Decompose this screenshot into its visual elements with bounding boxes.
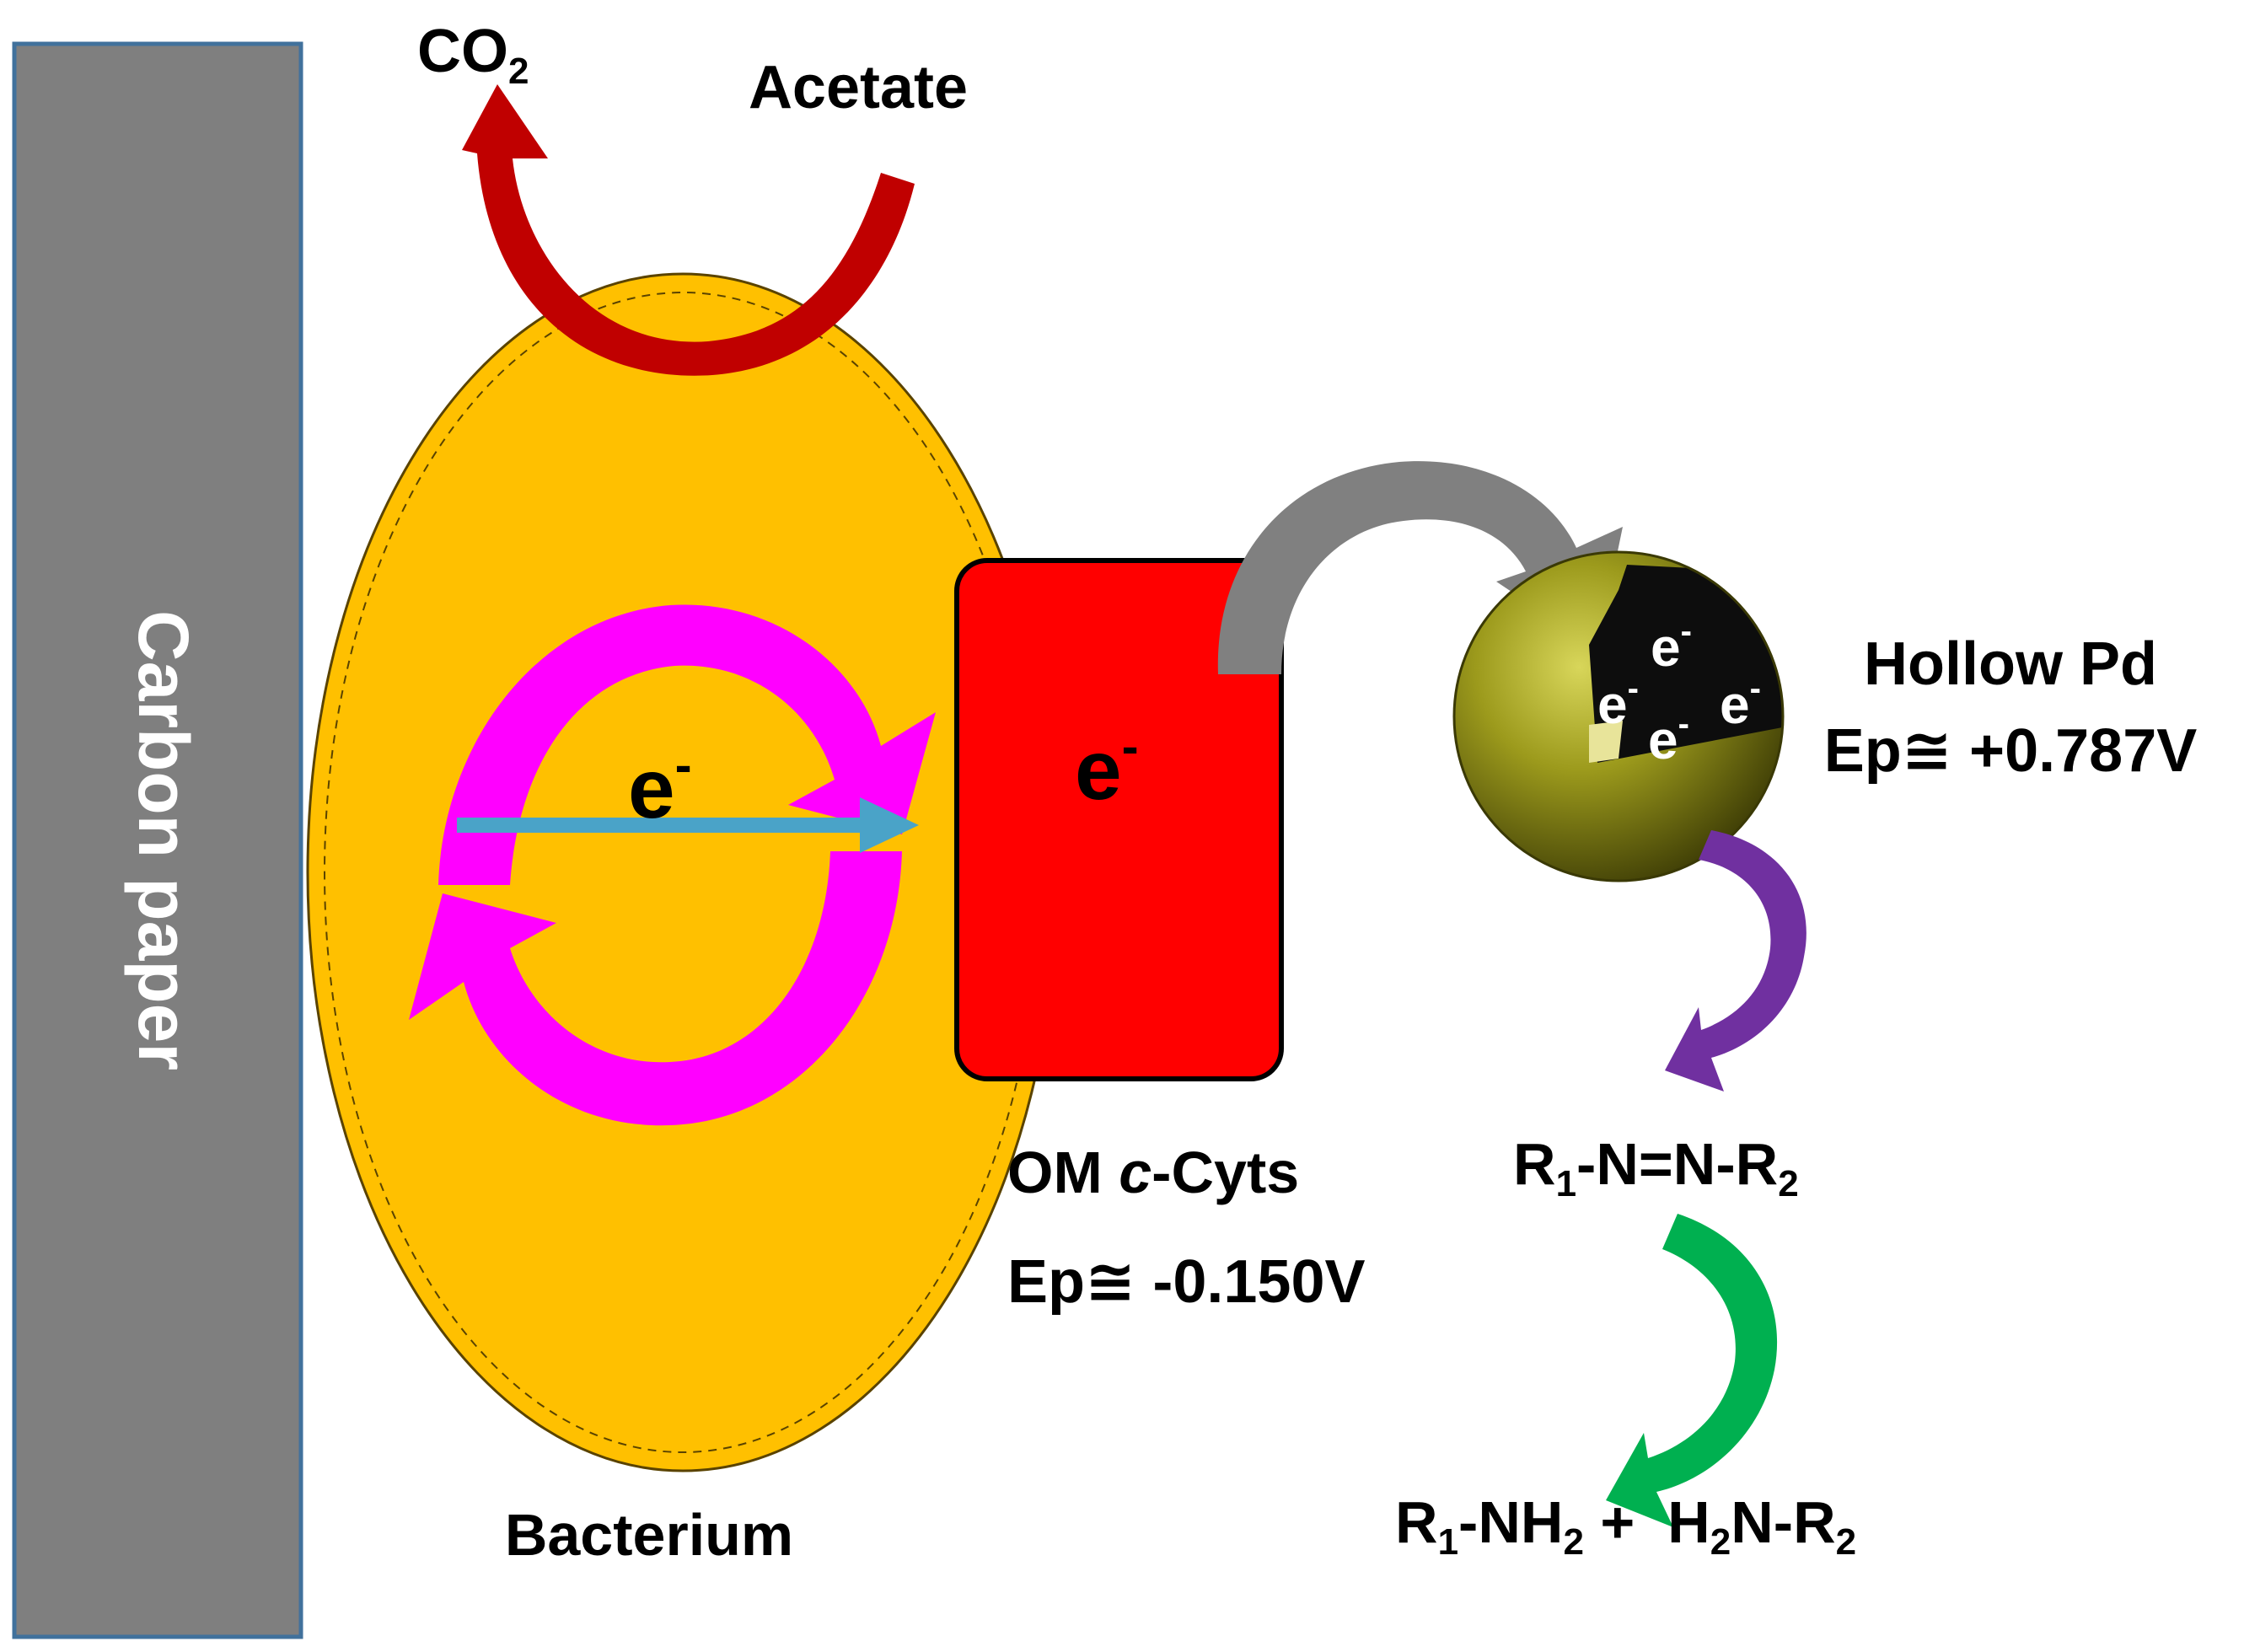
hollow-pd-potential: Ep≅ +0.787V [1824,717,2198,785]
pd-electron: e- [1720,670,1761,735]
bacterium-label: Bacterium [505,1502,793,1568]
electron-transfer-arrow [457,797,919,853]
pd-electron: e- [1651,613,1692,678]
azo-compound-label: R1-N=N-R2 [1513,1131,1799,1204]
bacterium-cell [306,272,1060,1472]
carbon-paper-electrode [12,41,303,1639]
amine-products-label: R1-NH2 + H2N-R2 [1395,1489,1856,1563]
cyts-electron-label: e- [1075,718,1139,818]
lower-cycle-arrow [409,851,902,1126]
carbon-paper-label: Carbon paper [124,610,203,1070]
pd-electrons: e- e- e- e- [1597,613,1761,770]
bacterium-electron-label: e- [628,737,692,836]
acetate-label: Acetate [749,54,968,121]
pd-electron: e- [1597,670,1639,735]
azo-to-amine-arrow [1606,1214,1778,1527]
pd-electron: e- [1648,705,1689,770]
pd-to-azo-arrow [1665,830,1806,1092]
co2-label: CO2 [417,18,529,92]
cyts-to-pd-arrow [1217,461,1623,674]
upper-cycle-arrow [438,604,936,885]
acetate-to-co2-arrow [462,84,915,376]
hollow-pd-cavity [1589,565,1783,763]
om-c-cyts-box [954,558,1284,1081]
hollow-pd-sphere [1452,550,1785,882]
hollow-pd-label: Hollow Pd [1864,630,2157,698]
electron-cycle-arrows [409,604,936,1126]
om-c-cyts-potential: Ep≅ -0.150V [1007,1248,1366,1316]
om-c-cyts-label: OM c-Cyts [1007,1140,1299,1205]
